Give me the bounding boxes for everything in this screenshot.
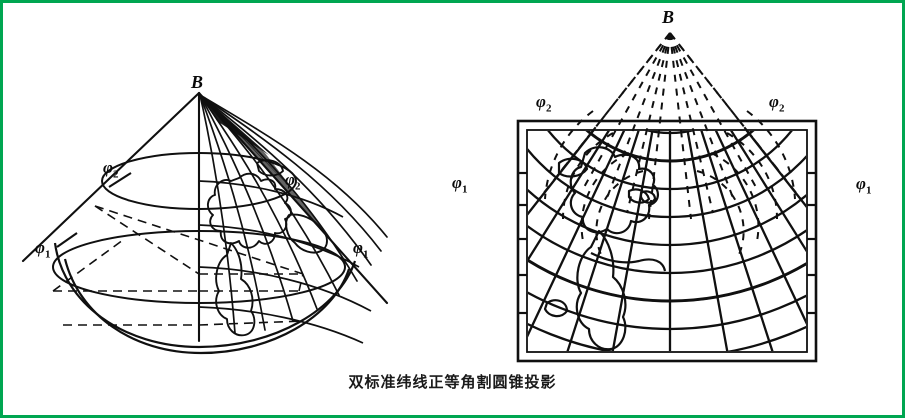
- left-phi1-left-label: φ1: [35, 238, 51, 261]
- landmass-outline: [543, 146, 667, 351]
- cone-secant-3d-diagram: [21, 91, 389, 355]
- frame-tick-marks: [518, 171, 816, 315]
- left-phi1-right-label: φ1: [353, 238, 369, 261]
- landmass-outline: [207, 159, 328, 337]
- map-frame-outer: [516, 119, 818, 363]
- right-phi1-left-label: φ1: [452, 173, 468, 196]
- standard-parallel-phi2-circle: [101, 152, 297, 210]
- left-phi2-left-label: φ2: [103, 158, 119, 181]
- left-phi2-right-label: φ2: [285, 170, 301, 193]
- secant-intersection-marks: [56, 172, 132, 248]
- right-phi1-right-label: φ1: [856, 174, 872, 197]
- left-apex-letter: B: [191, 72, 204, 92]
- conic-projection-map-plane: [516, 32, 818, 363]
- parallel-arcs: [528, 131, 806, 351]
- standard-parallel-phi1-circle: [52, 230, 346, 304]
- right-apex-label: B: [662, 7, 675, 27]
- parallel-arcs: [198, 180, 372, 344]
- figure-caption: 双标准纬线正等角割圆锥投影: [348, 373, 557, 391]
- left-apex-label: B: [191, 73, 203, 91]
- apex-dashed-rays: [538, 32, 802, 200]
- right-phi2-right-label: φ2: [769, 92, 785, 115]
- globe-sphere-outline: [53, 242, 357, 355]
- right-phi2-left-label: φ2: [536, 92, 552, 115]
- figure-area: B φ2 φ2 φ1 φ1: [3, 3, 902, 415]
- map-frame-inner: [526, 129, 808, 353]
- standard-parallel-arcs: [528, 131, 806, 303]
- cone-left-generatrix: [21, 91, 201, 263]
